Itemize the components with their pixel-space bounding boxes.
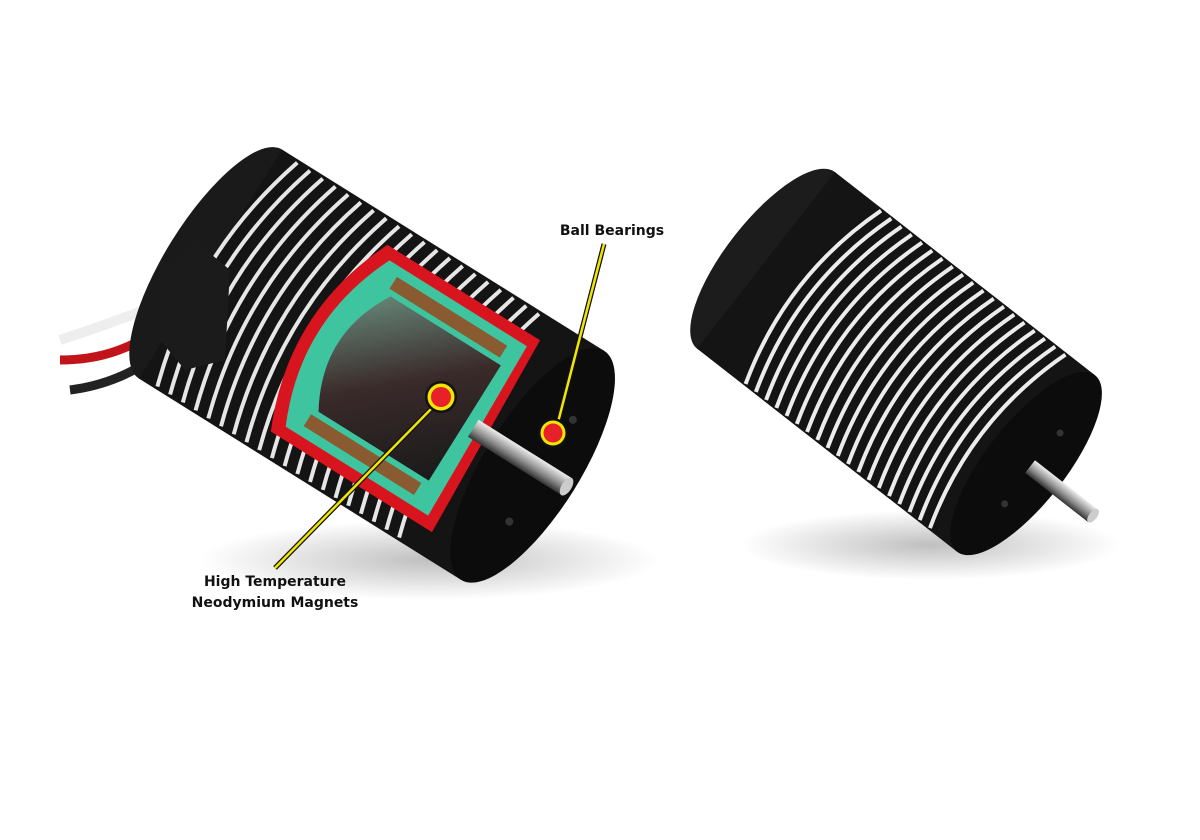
magnets-label: High Temperature Neodymium Magnets [185, 572, 365, 614]
wire-connector [160, 245, 230, 370]
assembled-motor [690, 168, 1102, 556]
cutaway-motor [129, 147, 615, 583]
magnet [303, 414, 422, 495]
callout-dot [431, 387, 451, 407]
shaft [467, 419, 572, 496]
rotor [318, 296, 501, 481]
magnets-label-line1: High Temperature [203, 574, 347, 590]
ball-bearings-label: Ball Bearings [559, 223, 665, 239]
right-motor-shadow [740, 510, 1120, 580]
magnet [389, 276, 508, 358]
magnets-label-line2: Neodymium Magnets [191, 595, 359, 611]
shaft [1025, 460, 1098, 523]
end-cap [950, 371, 1102, 556]
callout-bearings [538, 243, 607, 448]
callout-magnets [273, 381, 457, 570]
callout-dot [543, 423, 563, 443]
